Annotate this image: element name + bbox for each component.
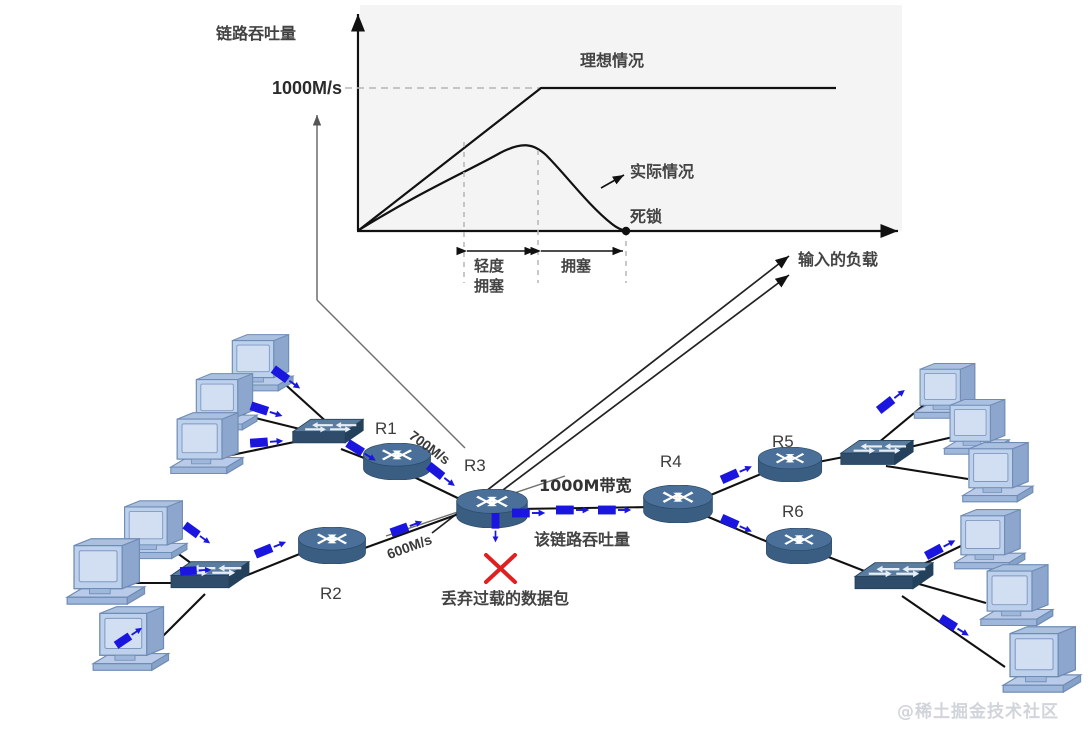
packet-arrow <box>252 536 289 560</box>
router-label-R1: R1 <box>375 419 397 438</box>
packet-arrow <box>874 385 909 415</box>
link-r2-r3 <box>361 511 465 550</box>
link-label-1000m-bandwidth: 1000M带宽 <box>539 476 632 495</box>
leader-link-throughput-diagonal <box>316 299 466 449</box>
leader-input-load-1 <box>431 255 790 534</box>
topology-links <box>133 376 1006 668</box>
watermark: @稀土掘金技术社区 <box>897 702 1059 722</box>
router-label-R5: R5 <box>772 432 794 451</box>
workstations <box>66 334 1082 693</box>
annotation-deadlock: 死锁 <box>630 207 663 226</box>
packet-arrow <box>718 461 755 485</box>
packet-arrow <box>512 507 546 519</box>
span-label-mild-congestion-line1: 轻度 <box>474 257 505 275</box>
router-R6 <box>766 528 832 564</box>
pc-top-left-3 <box>170 412 244 475</box>
packet-arrow-drop <box>490 513 501 543</box>
dropped-packet-x-icon <box>484 553 517 584</box>
packet-arrow <box>937 613 973 641</box>
router-R5 <box>757 447 823 482</box>
leader-input-load-2 <box>462 274 790 521</box>
router-R2 <box>298 527 366 564</box>
router-R4 <box>643 485 713 523</box>
caption-link-throughput: 该链路吞吐量 <box>534 530 631 549</box>
link-swbl-r2 <box>239 550 308 579</box>
link-swbr-pc11 <box>911 580 987 605</box>
pc-bottom-right-1 <box>954 509 1026 570</box>
span-label-congestion: 拥塞 <box>561 257 592 275</box>
pc-bottom-right-3 <box>1002 626 1082 693</box>
series-actual <box>357 144 628 233</box>
chart-plot-background <box>360 5 902 231</box>
deadlock-point-marker <box>621 226 631 236</box>
chart-x-axis-title: 输入的负载 <box>798 250 879 269</box>
router-label-R6: R6 <box>782 502 804 521</box>
link-swbr-pc12 <box>901 595 1006 668</box>
router-label-R2: R2 <box>320 584 342 603</box>
throughput-chart <box>345 5 902 283</box>
series-ideal <box>358 86 836 231</box>
switch-top-right <box>840 439 914 465</box>
annotation-ideal-case: 理想情况 <box>580 51 645 70</box>
actual-case-pointer <box>600 174 625 189</box>
link-r4-r5 <box>705 470 769 498</box>
packet-arrow <box>556 504 590 516</box>
link-r4-r6 <box>705 515 776 546</box>
annotation-actual-case: 实际情况 <box>630 162 695 181</box>
router-label-R4: R4 <box>660 452 682 471</box>
pc-top-right-3 <box>962 442 1034 503</box>
pc-bottom-left-2 <box>66 538 146 605</box>
caption-dropped-packets: 丢弃过载的数据包 <box>441 589 570 608</box>
pc-bottom-right-2 <box>980 564 1054 627</box>
chart-y-axis-title: 链路吞吐量 <box>216 24 297 43</box>
router-label-R3: R3 <box>464 456 486 475</box>
link-swtr-pc9 <box>885 464 969 481</box>
switch-top-left <box>292 418 364 444</box>
span-label-mild-congestion-line2: 拥塞 <box>474 277 505 295</box>
chart-ytick-1000: 1000M/s <box>272 78 343 98</box>
